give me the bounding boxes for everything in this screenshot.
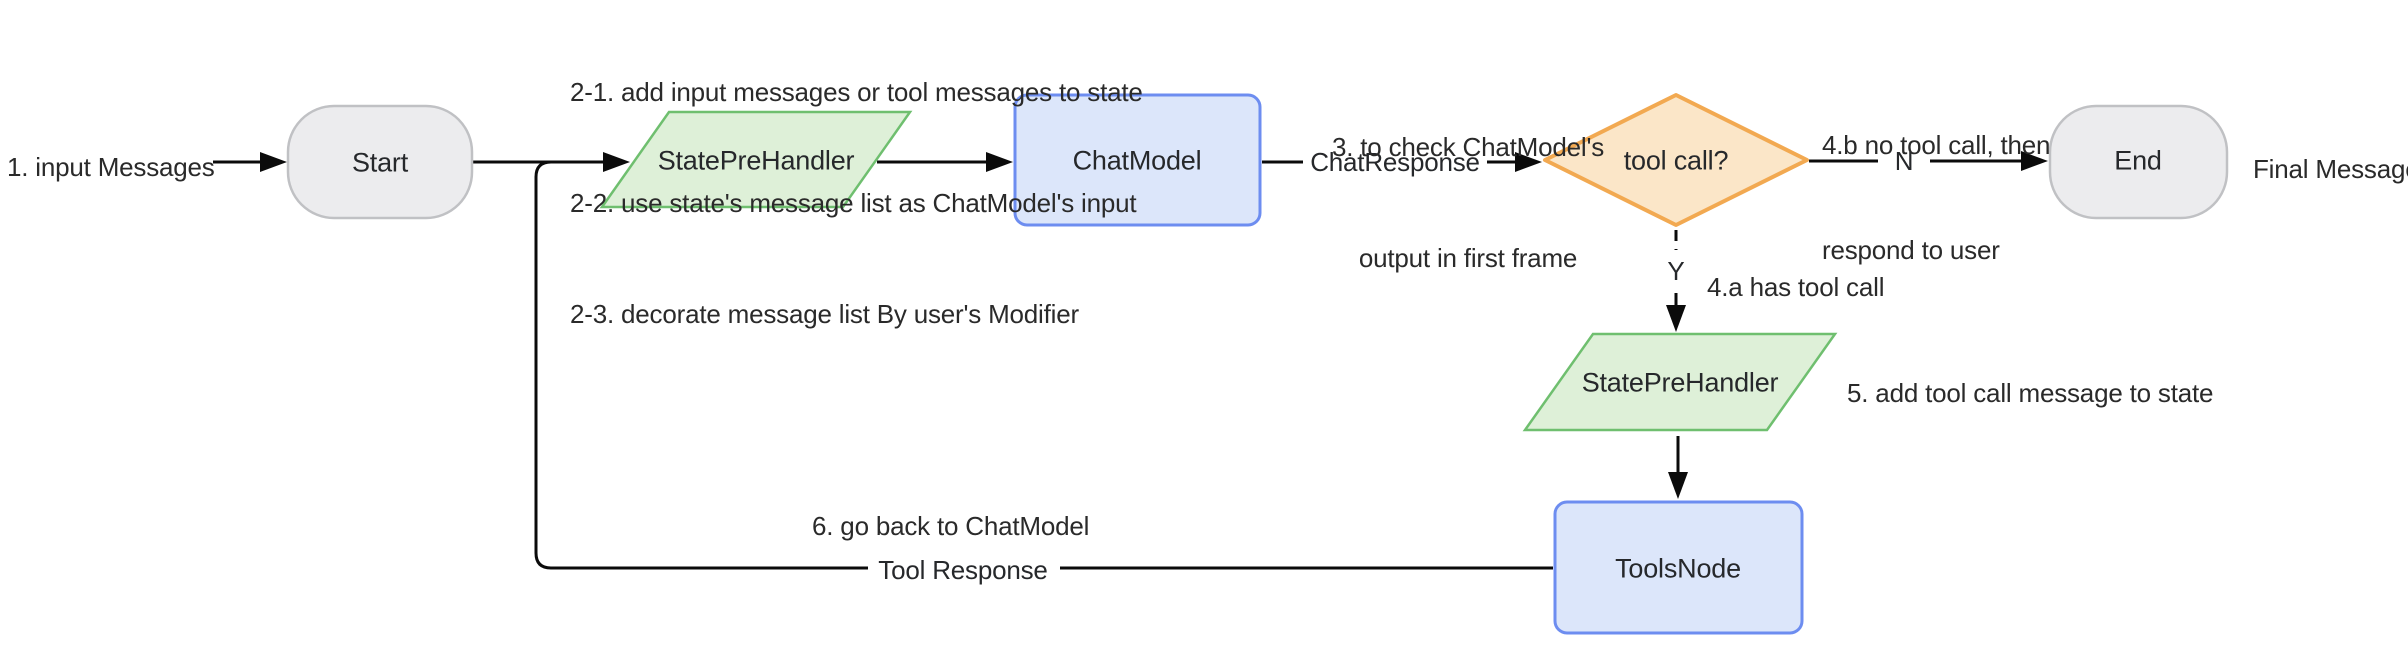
node-pre2-shape [1522,332,1838,432]
node-start-shape [286,104,474,220]
arrowhead-start-to-pre1 [603,152,630,172]
arrowhead-label-to-decision [1515,152,1542,172]
annotation-step2-line2: 2-2. use state's message list as ChatMod… [570,188,1137,218]
node-toolsnode-shape [1553,500,1804,635]
arrowhead-pre2-to-toolsnode [1668,472,1688,499]
arrowhead-input-to-start [260,152,287,172]
edge-label-chatresponse: ChatResponse [1310,147,1480,177]
annotation-step2-line1: 2-1. add input messages or tool messages… [570,77,1143,107]
node-decision-shape [1543,93,1809,227]
node-decision-label: tool call? [1623,145,1729,176]
annotation-step4a: 4.a has tool call [1707,272,1885,302]
edge-label-tool-response: Tool Response [878,555,1048,585]
annotation-final-message: Final Message [2253,154,2408,184]
annotation-step3-line1: 3. to check ChatModel's [1331,132,1605,162]
edge-label-n: N [1894,146,1914,176]
node-pre2-label: StatePreHandler [1581,367,1779,398]
node-chatmodel-label: ChatModel [1072,145,1202,176]
annotation-step2: 2-1. add input messages or tool messages… [570,0,1143,407]
node-pre1-label: StatePreHandler [657,145,855,176]
node-pre1-shape [599,110,913,209]
annotation-step6: 6. go back to ChatModel [812,511,1090,541]
annotation-step2-line3: 2-3. decorate message list By user's Mod… [570,299,1079,329]
node-end-label: End [2114,145,2162,176]
node-chatmodel-shape [1013,93,1262,227]
arrowhead-y-to-pre2 [1666,305,1686,332]
arrowhead-n-to-end [2021,151,2048,171]
annotation-step3-line2: output in first frame [1358,243,1578,273]
annotation-step4b: 4.b no tool call, then respond to user [1822,58,2051,338]
arrowhead-pre1-to-chatmodel [986,152,1013,172]
annotation-step4b-line2: respond to user [1822,235,2000,265]
node-toolsnode-label: ToolsNode [1615,553,1741,584]
annotation-step3: 3. to check ChatModel's output in first … [1332,55,1604,351]
node-start-label: Start [351,147,409,178]
edge-label-y: Y [1667,256,1685,286]
node-end-shape [2048,104,2229,220]
annotation-step5: 5. add tool call message to state [1847,378,2214,408]
annotation-step1: 1. input Messages [7,152,215,182]
annotation-step4b-line1: 4.b no tool call, then [1822,130,2051,160]
edge-feedback-to-pre1 [534,160,868,570]
